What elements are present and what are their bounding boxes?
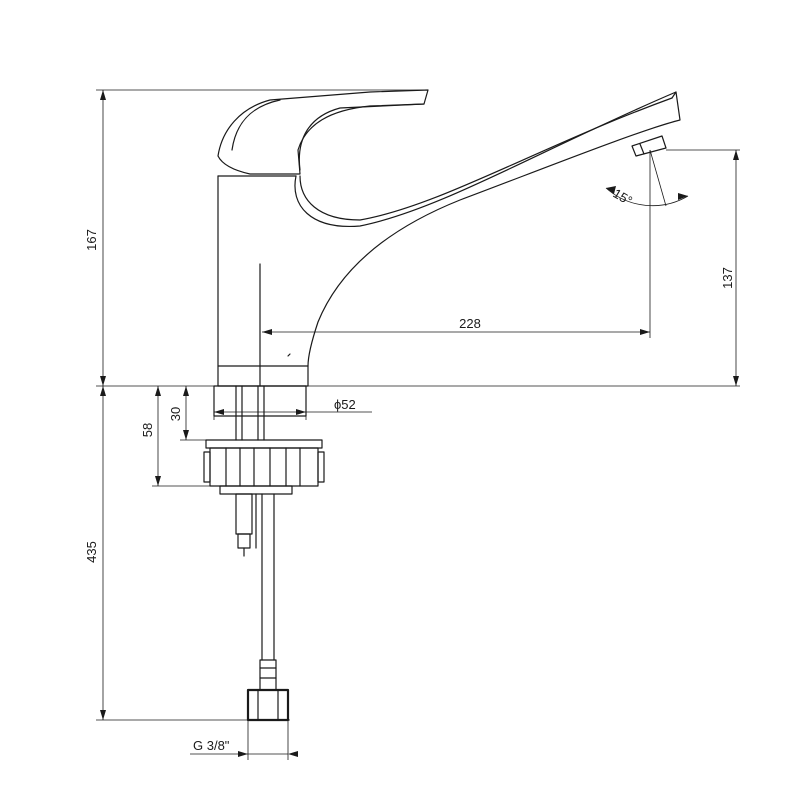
- dim-reach-228: 228: [459, 316, 481, 331]
- dim-height-167: 167: [84, 229, 99, 251]
- dimension-arrows: [100, 90, 739, 757]
- dim-spout-137: 137: [720, 267, 735, 289]
- lever-handle: [217, 89, 429, 175]
- dim-hose-435: 435: [84, 541, 99, 563]
- dim-thread-g38: G 3/8": [193, 738, 230, 753]
- mounting-nut: [203, 385, 325, 495]
- faucet-body: [217, 175, 309, 387]
- dimension-labels: 167 435 58 30 137 228 ϕ52 G 3/8" 15°: [84, 186, 735, 753]
- spout: [294, 91, 681, 367]
- flexible-hose: [235, 493, 290, 722]
- dimension-lines: [96, 89, 740, 760]
- dim-shank-30: 30: [168, 407, 183, 421]
- dim-shank-58: 58: [140, 423, 155, 437]
- dim-diameter-52: ϕ52: [334, 397, 356, 412]
